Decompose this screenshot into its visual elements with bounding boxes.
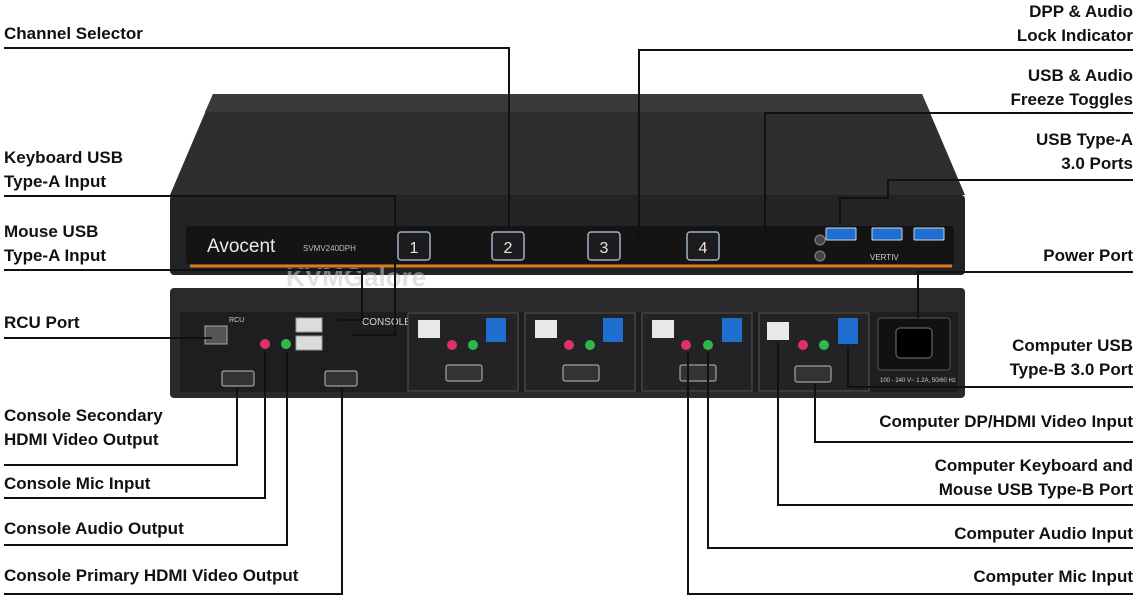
- leader-console-secondary-hdmi: [4, 388, 238, 466]
- computer-usb-b-port[interactable]: [535, 320, 557, 338]
- computer-module-1: [758, 312, 870, 392]
- callout-computer-kb-mouse: Computer Keyboard and Mouse USB Type-B P…: [934, 456, 1133, 499]
- leader-lines: [4, 47, 1133, 595]
- front-usb3-port-1[interactable]: [825, 227, 857, 241]
- callout-computer-dp-hdmi: Computer DP/HDMI Video Input: [879, 412, 1133, 431]
- brand-logo: Avocent: [207, 236, 276, 257]
- front-usb3-port-3[interactable]: [913, 227, 945, 241]
- computer-usb-b-port[interactable]: [652, 320, 674, 338]
- callout-computer-mic: Computer Mic Input: [973, 567, 1133, 586]
- model-label: SVMV240DPH: [303, 244, 356, 253]
- computer-video-port[interactable]: [679, 364, 717, 382]
- callout-power-port: Power Port: [1043, 246, 1133, 265]
- callout-console-mic: Console Mic Input: [4, 474, 151, 493]
- leader-keyboard-usb: [4, 195, 396, 336]
- power-rating-label: 100 - 240 V~ 1.2A, 50/60 Hz: [880, 378, 956, 384]
- console-secondary-hdmi-port[interactable]: [221, 370, 255, 387]
- console-mic-jack[interactable]: [260, 339, 270, 349]
- leader-mouse-usb: [4, 269, 363, 321]
- leader-computer-usb-b30: [847, 346, 1133, 388]
- computer-video-port[interactable]: [445, 364, 483, 382]
- front-panel-bezel: [186, 226, 954, 264]
- leader-console-primary-hdmi: [4, 388, 343, 595]
- leader-computer-kb-mouse: [777, 342, 1133, 506]
- console-audio-jack[interactable]: [281, 339, 291, 349]
- leader-computer-dp-hdmi: [814, 384, 1133, 443]
- console-keyboard-usb-port[interactable]: [295, 317, 323, 333]
- console-tag: CONSOLE: [362, 317, 411, 328]
- leader-power-port: [917, 271, 1133, 318]
- computer-usb3-b-port[interactable]: [838, 318, 858, 344]
- computer-video-port[interactable]: [794, 365, 832, 383]
- leader-dpp-audio-lock: [638, 49, 1133, 243]
- callout-usb-type-a-30: USB Type-A 3.0 Ports: [1036, 130, 1133, 173]
- callout-rcu-port: RCU Port: [4, 313, 80, 332]
- top-unit-surface: [170, 94, 965, 195]
- callout-computer-audio: Computer Audio Input: [954, 524, 1133, 543]
- computer-video-port[interactable]: [562, 364, 600, 382]
- svg-text:3: 3: [600, 240, 609, 257]
- rcu-tag: RCU: [229, 317, 244, 324]
- computer-usb3-b-port[interactable]: [603, 318, 623, 342]
- callout-keyboard-usb: Keyboard USB Type-A Input: [4, 148, 124, 191]
- console-primary-hdmi-port[interactable]: [324, 370, 358, 387]
- leader-computer-mic: [687, 352, 1133, 595]
- computer-module-3: [524, 312, 636, 392]
- callout-console-secondary-hdmi: Console Secondary HDMI Video Output: [4, 406, 163, 449]
- watermark: KVMGalore: [286, 262, 426, 292]
- computer-module-2: [641, 312, 753, 392]
- front-usb3-port-2[interactable]: [871, 227, 903, 241]
- computer-module-4: [407, 312, 519, 392]
- computer-usb-b-port[interactable]: [418, 320, 440, 338]
- callout-channel-selector: Channel Selector: [4, 24, 143, 43]
- vertiv-logo: VERTIV: [870, 253, 899, 262]
- computer-usb3-b-port[interactable]: [486, 318, 506, 342]
- channel-button-2[interactable]: 2: [491, 231, 525, 261]
- computer-usb3-b-port[interactable]: [722, 318, 742, 342]
- svg-text:1: 1: [410, 240, 419, 257]
- channel-button-3[interactable]: 3: [587, 231, 621, 261]
- callout-console-audio: Console Audio Output: [4, 519, 184, 538]
- usb-freeze-toggle[interactable]: [814, 234, 826, 246]
- svg-text:2: 2: [504, 240, 513, 257]
- svg-text:4: 4: [699, 240, 708, 257]
- channel-button-4[interactable]: 4: [686, 231, 720, 261]
- callout-dpp-audio-lock: DPP & Audio Lock Indicator: [1016, 2, 1133, 45]
- rcu-port[interactable]: [204, 325, 228, 345]
- console-mouse-usb-port[interactable]: [295, 335, 323, 351]
- callout-mouse-usb: Mouse USB Type-A Input: [4, 222, 106, 265]
- leader-channel-selector: [4, 47, 510, 226]
- callout-usb-audio-freeze: USB & Audio Freeze Toggles: [1010, 66, 1134, 109]
- channel-button-1[interactable]: 1: [397, 231, 431, 261]
- leader-usb-audio-freeze: [764, 112, 1133, 249]
- callout-computer-usb-b30: Computer USB Type-B 3.0 Port: [1009, 336, 1133, 379]
- leader-usb-type-a: [839, 179, 1133, 224]
- leader-console-audio: [4, 352, 288, 546]
- leader-computer-audio: [707, 352, 1133, 549]
- audio-freeze-toggle[interactable]: [814, 250, 826, 262]
- computer-usb-b-port[interactable]: [767, 322, 789, 340]
- callout-console-primary-hdmi: Console Primary HDMI Video Output: [4, 566, 299, 585]
- leader-console-mic: [4, 352, 266, 499]
